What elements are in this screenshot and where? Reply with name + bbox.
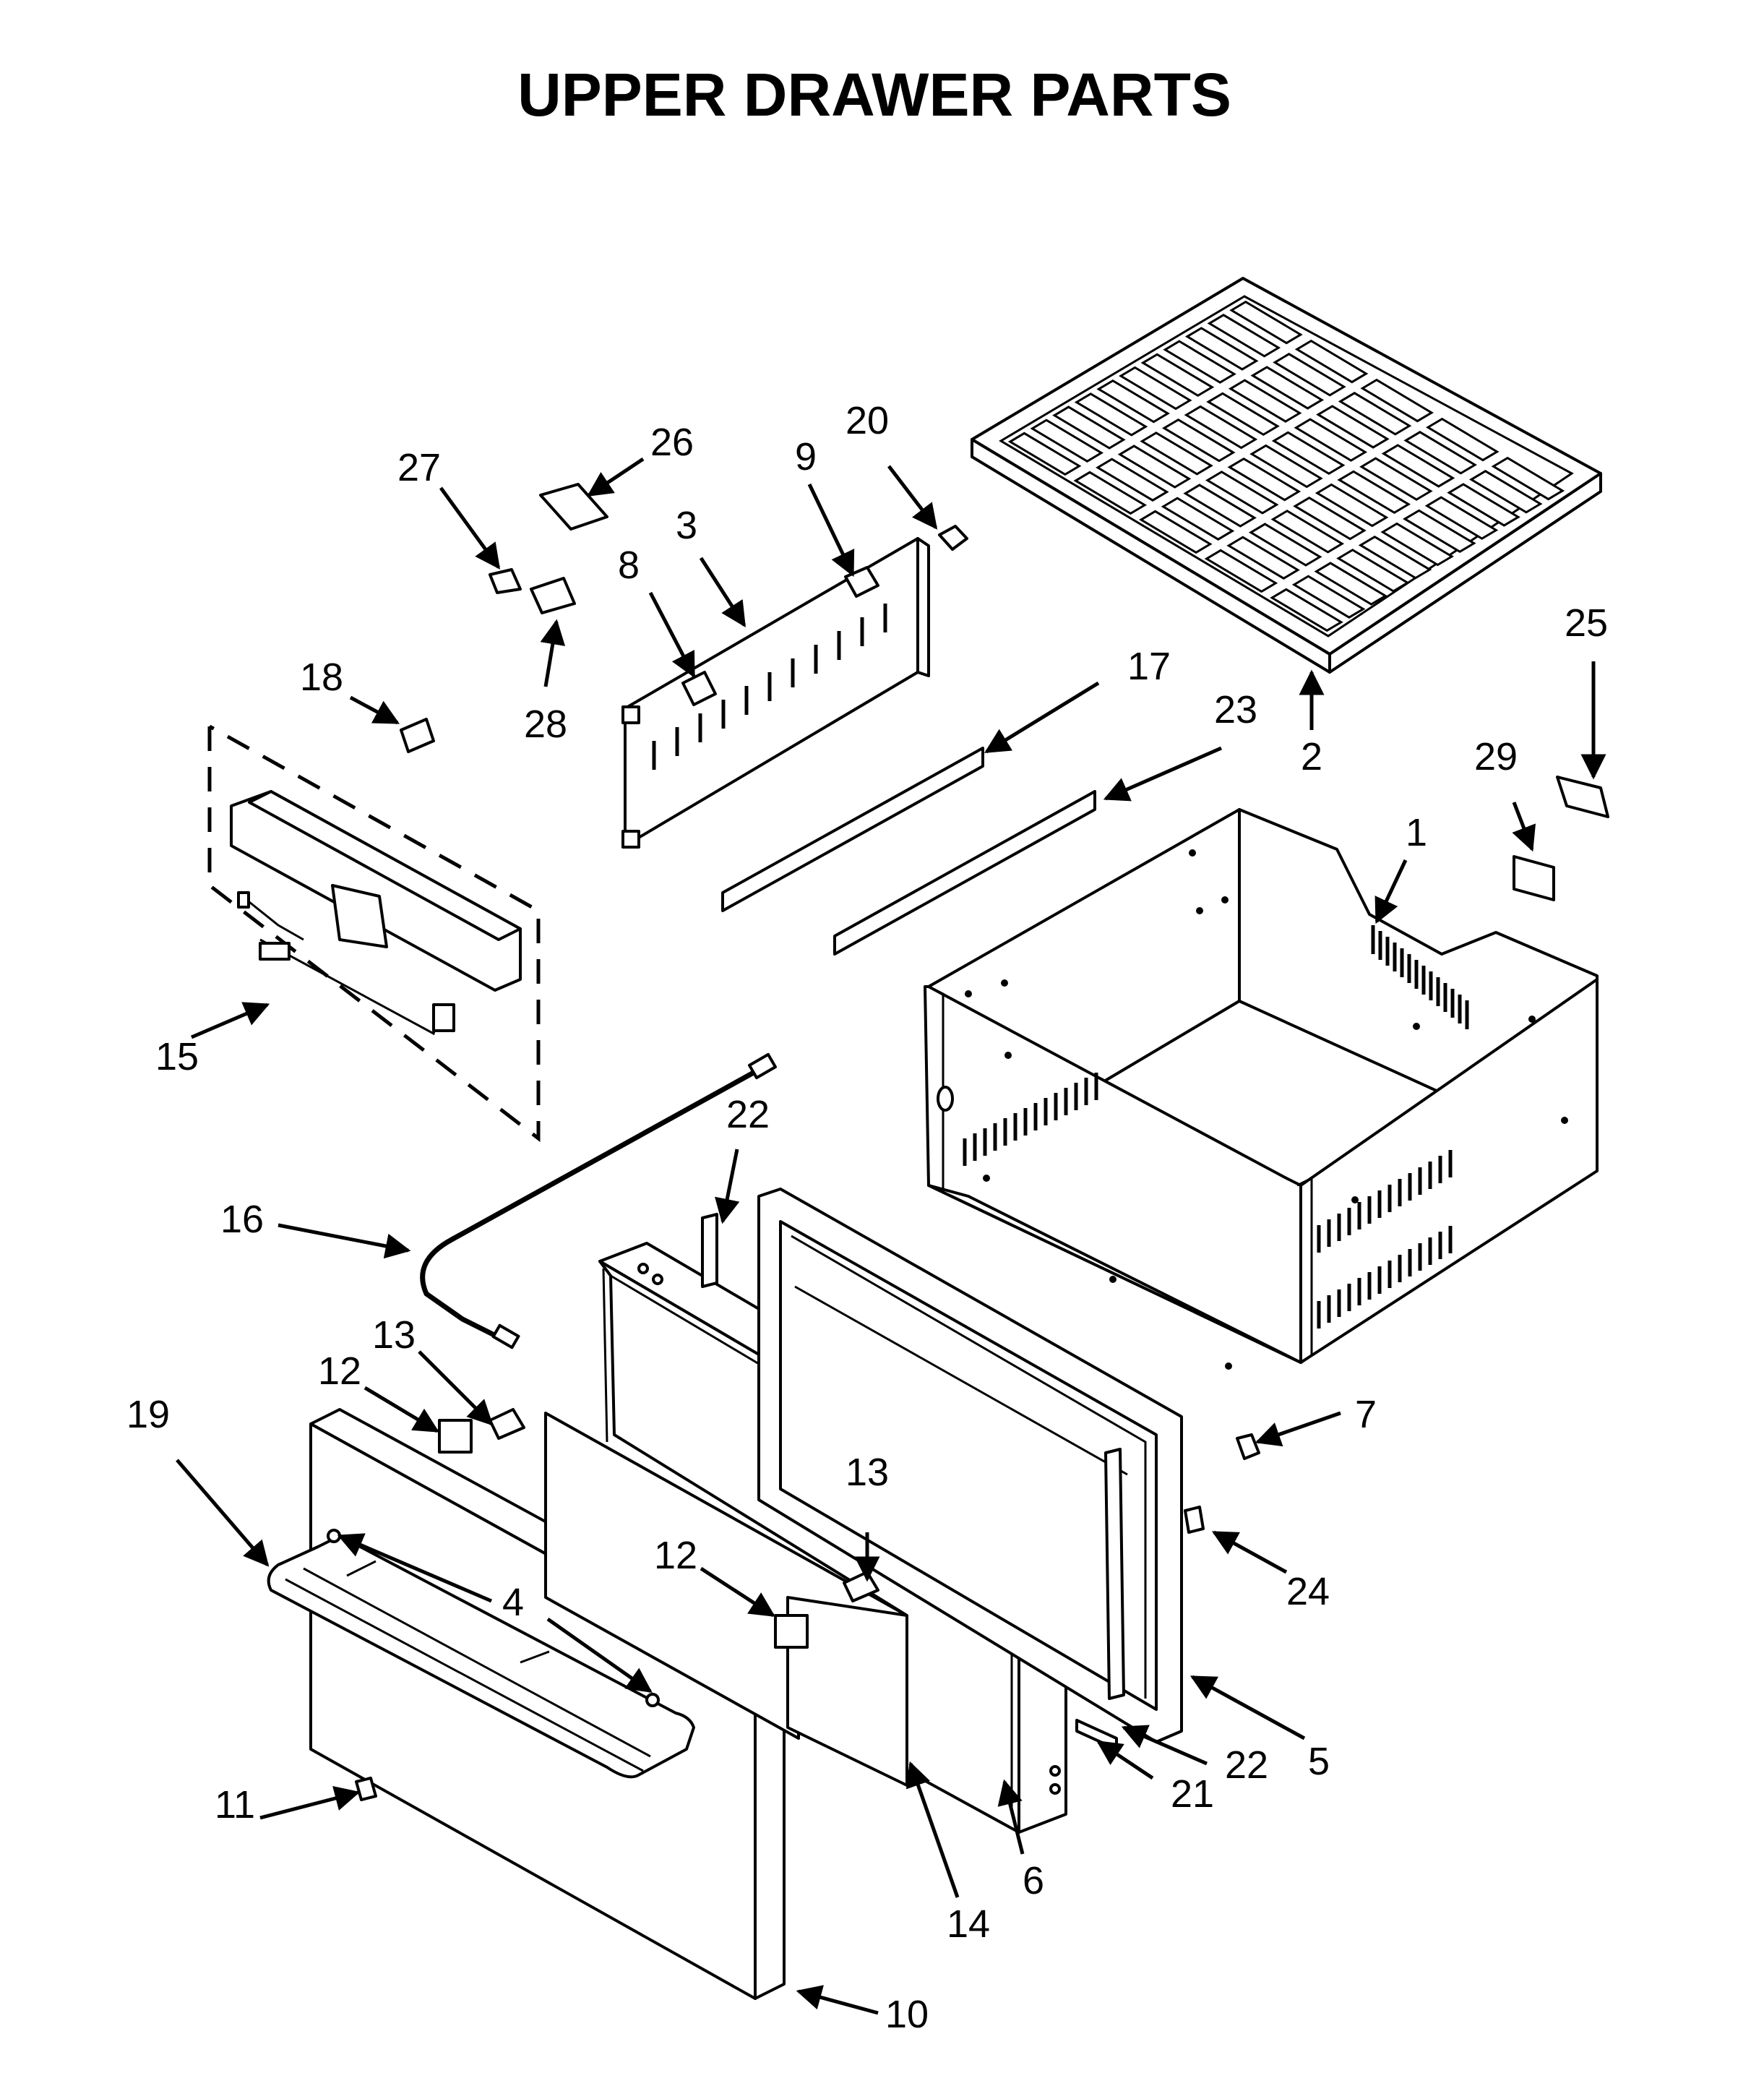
callout-5: 5 — [1308, 1740, 1330, 1783]
callout-16: 16 — [220, 1198, 264, 1241]
strip-23 — [833, 790, 1096, 956]
callout-10: 10 — [885, 1993, 929, 2036]
callout-18: 18 — [300, 656, 343, 699]
clip-24 — [1184, 1506, 1205, 1534]
callout-23: 23 — [1214, 688, 1257, 731]
callout-1: 1 — [1406, 811, 1427, 854]
gasket-part — [757, 1188, 1183, 1743]
small-parts — [355, 483, 1609, 1801]
strip-17 — [721, 747, 984, 912]
screw-11 — [355, 1777, 377, 1801]
drawer-bin-part — [924, 808, 1599, 1370]
screw-13-upper — [489, 1408, 525, 1440]
callout-15: 15 — [155, 1035, 199, 1078]
callout-4: 4 — [502, 1581, 524, 1624]
callout-12-upper: 12 — [318, 1349, 361, 1393]
bracket-part — [621, 537, 930, 849]
callout-25: 25 — [1565, 601, 1608, 645]
callout-28: 28 — [524, 703, 567, 746]
screw-7 — [1236, 1433, 1260, 1460]
callout-3: 3 — [676, 504, 697, 547]
nut-20 — [938, 525, 968, 551]
callout-labels: 1 2 3 4 5 6 7 8 9 10 11 12 12 13 13 14 1… — [126, 399, 1608, 2036]
callout-9: 9 — [795, 435, 817, 478]
callout-26: 26 — [650, 421, 694, 464]
clip-25 — [1556, 776, 1609, 818]
callout-20: 20 — [846, 399, 889, 442]
drawer-cover-part — [971, 277, 1602, 674]
callout-2: 2 — [1301, 735, 1322, 778]
callout-13-upper: 13 — [372, 1313, 416, 1357]
gasket-strip-22-upper — [701, 1213, 718, 1288]
callout-14: 14 — [947, 1902, 990, 1946]
page-title: UPPER DRAWER PARTS — [517, 61, 1231, 129]
clip-28 — [530, 577, 576, 614]
callout-29: 29 — [1474, 735, 1518, 778]
callout-24: 24 — [1286, 1570, 1330, 1613]
callout-19: 19 — [126, 1393, 170, 1436]
screw-8 — [681, 671, 717, 706]
leader-lines — [176, 457, 1606, 2015]
callout-21: 21 — [1171, 1772, 1214, 1816]
pad-12-upper — [438, 1419, 473, 1454]
control-housing-part — [207, 724, 541, 1143]
callout-7: 7 — [1355, 1393, 1377, 1436]
screw-18 — [400, 718, 435, 753]
bracket-26 — [539, 483, 608, 531]
callout-17: 17 — [1127, 645, 1171, 688]
callout-8: 8 — [618, 544, 640, 587]
door-panel-part — [267, 1408, 786, 2000]
gasket-strip-22-lower — [1104, 1448, 1125, 1700]
gasket-strip-21 — [1075, 1719, 1118, 1751]
pad-27 — [489, 568, 522, 594]
callout-22-upper: 22 — [726, 1093, 770, 1136]
callout-11: 11 — [215, 1783, 255, 1827]
pad-12-lower — [774, 1614, 809, 1649]
wire-harness-part — [420, 1067, 760, 1340]
callout-13-lower: 13 — [846, 1451, 889, 1494]
callout-12-lower: 12 — [654, 1534, 697, 1577]
callout-27: 27 — [397, 446, 441, 489]
callout-6: 6 — [1023, 1859, 1044, 1902]
strip-29 — [1513, 855, 1555, 901]
callout-22-lower: 22 — [1225, 1743, 1268, 1787]
